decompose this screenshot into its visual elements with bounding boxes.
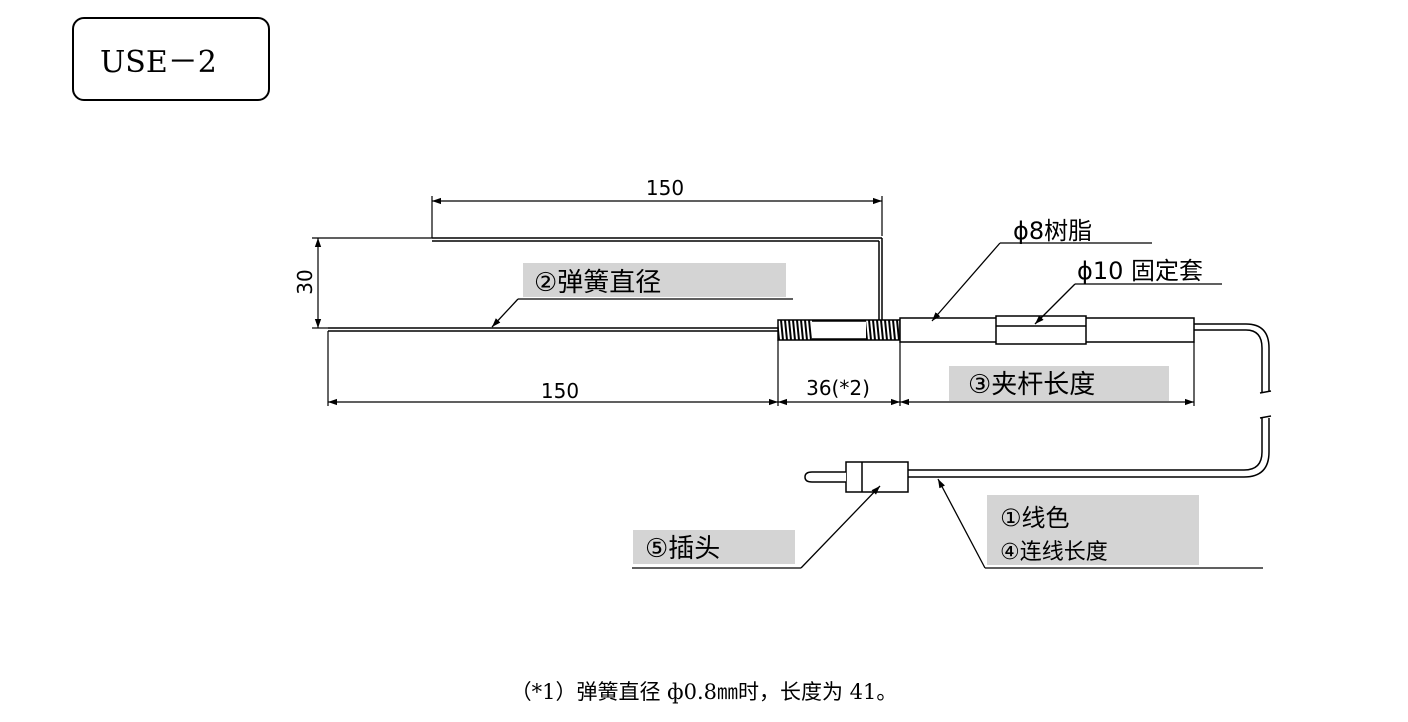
dim-top-150-text: 150: [646, 176, 684, 200]
lead-cable: [908, 323, 1272, 478]
label-fixing-sleeve-text: ϕ10 固定套: [1077, 257, 1203, 285]
dim-spring-text: 36(*2): [806, 376, 870, 400]
label-rod-length-text: ③夹杆长度: [968, 370, 1095, 400]
label-lead-length-text: ④连线长度: [1000, 540, 1108, 565]
label-resin: ϕ8树脂: [931, 217, 1152, 322]
model-title: USE－2: [100, 45, 217, 80]
dim-height-30: 30: [293, 237, 432, 329]
dim-height-30-text: 30: [293, 269, 317, 294]
dim-bottom-150-text: 150: [541, 379, 579, 403]
label-fixing-sleeve: ϕ10 固定套: [1034, 257, 1222, 325]
label-wire: ①线色 ④连线长度: [937, 478, 1263, 569]
probe-wire: [328, 237, 883, 332]
plug: [804, 461, 909, 493]
dim-top-150: 150: [431, 176, 883, 238]
label-spring-diameter-text: ②弹簧直径: [534, 268, 661, 298]
spring-section: [777, 319, 901, 341]
model-title-box: USE－2: [72, 17, 270, 101]
label-resin-text: ϕ8树脂: [1013, 217, 1092, 245]
dim-bottom: [327, 331, 1195, 406]
footnote: （*1）弹簧直径 ф0.8㎜时，长度为 41。: [510, 680, 898, 704]
label-plug-text: ⑤插头: [645, 534, 720, 564]
label-spring-diameter: ②弹簧直径: [491, 263, 793, 328]
label-wire-color-text: ①线色: [1000, 504, 1070, 532]
clamp-rod: [899, 315, 1195, 345]
label-plug: ⑤插头: [632, 485, 881, 569]
label-rod-length: ③夹杆长度: [949, 366, 1169, 401]
